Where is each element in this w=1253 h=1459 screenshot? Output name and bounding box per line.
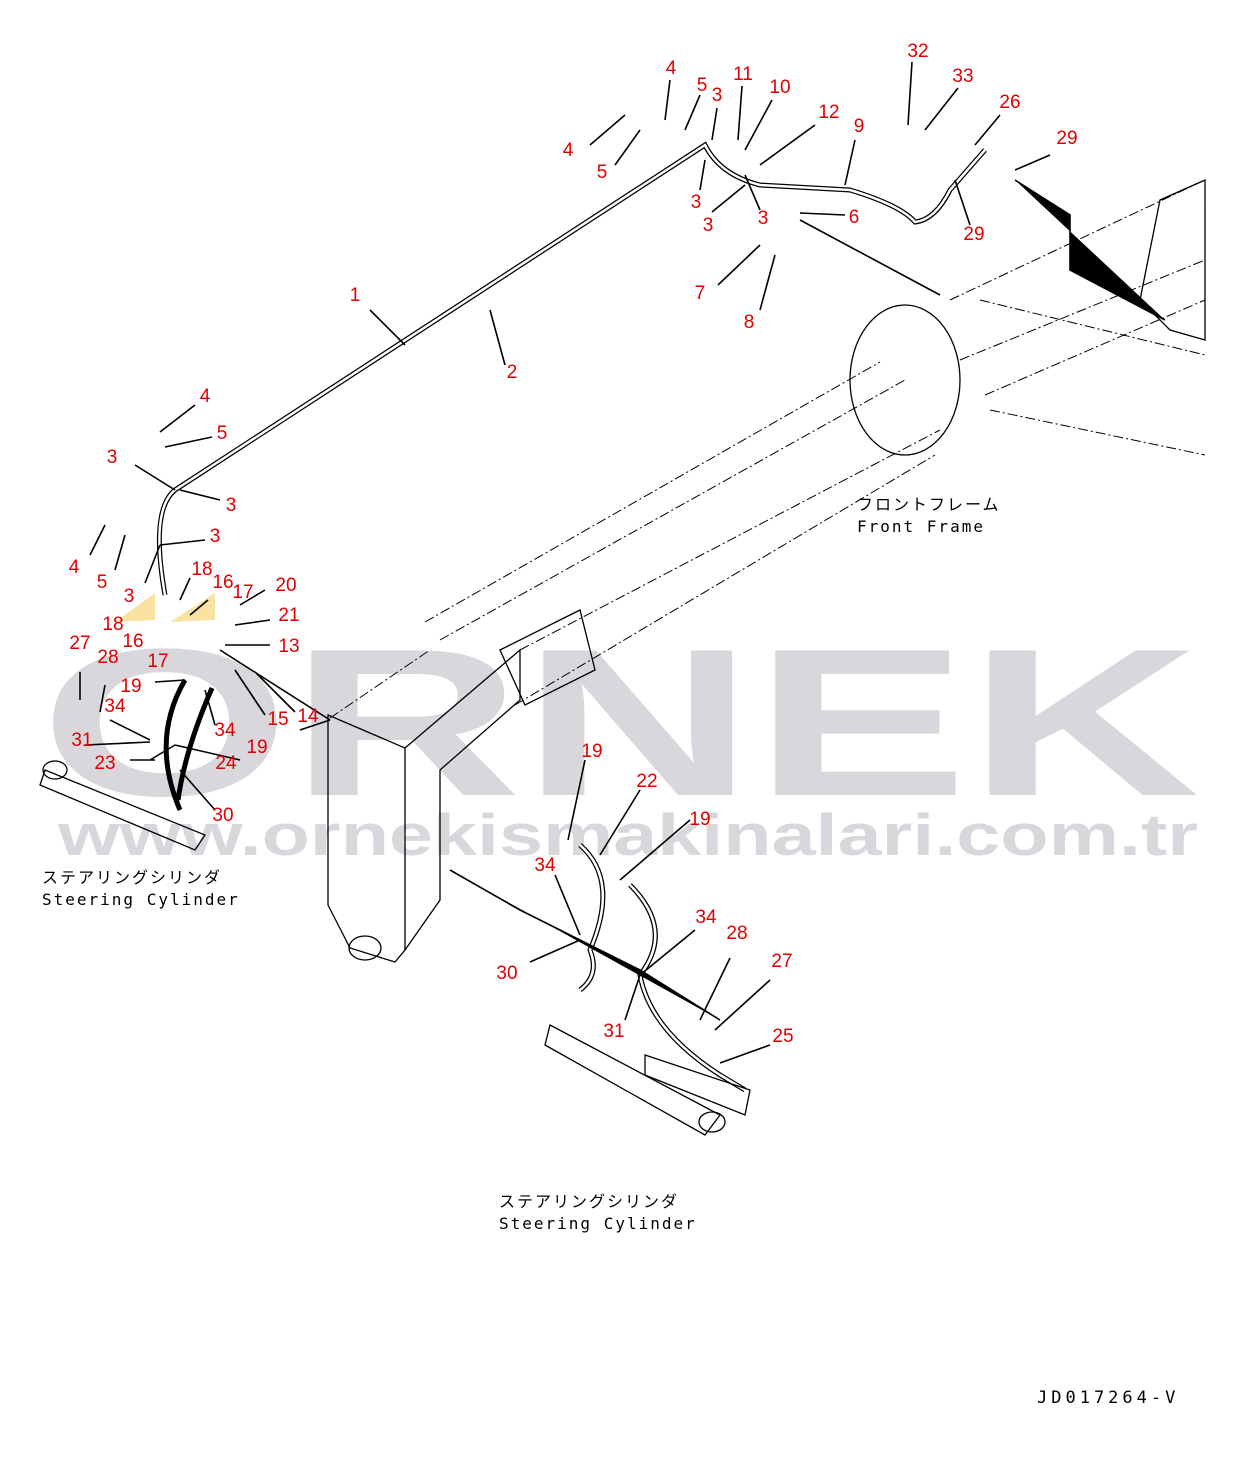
callout: 14 <box>297 706 319 727</box>
callout: 34 <box>104 696 126 717</box>
callout: 17 <box>147 651 168 672</box>
callout: 24 <box>215 753 237 774</box>
steering-cylinder-label-en: Steering Cylinder <box>42 890 240 909</box>
leader-lines <box>79 61 1166 1064</box>
callout: 8 <box>744 312 755 333</box>
callout: 16 <box>122 631 143 652</box>
callout: 3 <box>691 192 702 213</box>
callout: 21 <box>278 605 299 626</box>
callout: 18 <box>102 614 123 635</box>
drawing-code: JD017264-V <box>1037 1388 1179 1408</box>
watermark: ORNEK www.ornekismakinalari.com.tr <box>40 605 1200 868</box>
callout: 25 <box>772 1026 793 1047</box>
callout: 4 <box>563 140 574 161</box>
callout: 26 <box>999 92 1020 113</box>
callout: 29 <box>1056 128 1077 149</box>
steering-cylinder-label-jp: ステアリングシリンダ <box>42 868 222 887</box>
callout: 11 <box>733 64 753 85</box>
callout: 20 <box>275 575 296 596</box>
front-frame-label-en: Front Frame <box>857 517 985 536</box>
callout: 3 <box>226 495 237 516</box>
callout: 16 <box>212 572 233 593</box>
highlight <box>115 593 155 622</box>
front-frame-label-jp: フロントフレーム <box>857 495 1001 514</box>
steering-cylinder-label-jp: ステアリングシリンダ <box>499 1192 679 1211</box>
callout: 31 <box>603 1021 624 1042</box>
callout: 3 <box>758 208 769 229</box>
callout: 29 <box>963 224 984 245</box>
callout: 34 <box>214 720 236 741</box>
callout: 5 <box>97 572 108 593</box>
callout: 1 <box>350 285 361 306</box>
callout: 18 <box>191 559 212 580</box>
callout: 3 <box>210 526 221 547</box>
callout: 3 <box>712 85 723 106</box>
callout: 33 <box>952 66 973 87</box>
callout: 5 <box>697 75 708 96</box>
callout: 34 <box>695 907 717 928</box>
steering-cylinders <box>39 760 751 1136</box>
callout: 32 <box>907 41 928 62</box>
callout: 12 <box>818 102 839 123</box>
callout: 9 <box>854 116 865 137</box>
callout: 19 <box>689 809 710 830</box>
callout: 6 <box>849 207 860 228</box>
callouts: 1 2 3 4 5 11 10 12 9 32 33 26 29 4 5 3 3… <box>69 41 1078 1047</box>
callout: 2 <box>507 362 518 383</box>
callout: 19 <box>581 741 602 762</box>
callout: 4 <box>666 58 677 79</box>
callout: 3 <box>124 586 135 607</box>
callout: 4 <box>200 386 211 407</box>
callout: 5 <box>597 162 608 183</box>
callout: 22 <box>636 771 657 792</box>
callout: 28 <box>97 647 118 668</box>
callout: 31 <box>71 730 92 751</box>
callout: 7 <box>695 283 706 304</box>
watermark-url: www.ornekismakinalari.com.tr <box>57 803 1198 868</box>
callout: 15 <box>267 709 288 730</box>
watermark-brand: ORNEK <box>40 605 1200 840</box>
callout: 10 <box>769 77 790 98</box>
steering-cylinder-label-en: Steering Cylinder <box>499 1214 697 1233</box>
callout: 30 <box>496 963 517 984</box>
callout: 5 <box>217 423 228 444</box>
callout: 19 <box>120 676 141 697</box>
callout: 13 <box>278 636 299 657</box>
callout: 30 <box>212 805 233 826</box>
callout: 4 <box>69 557 80 578</box>
callout: 17 <box>232 582 253 603</box>
callout: 27 <box>69 633 90 654</box>
callout: 28 <box>726 923 747 944</box>
highlight <box>170 593 215 622</box>
callout: 34 <box>534 855 556 876</box>
callout: 19 <box>246 737 267 758</box>
callout: 3 <box>107 447 118 468</box>
callout: 23 <box>94 753 115 774</box>
notes: フロントフレーム Front Frame ステアリングシリンダ Steering… <box>42 495 1179 1408</box>
callout: 3 <box>703 215 714 236</box>
callout: 27 <box>771 951 792 972</box>
